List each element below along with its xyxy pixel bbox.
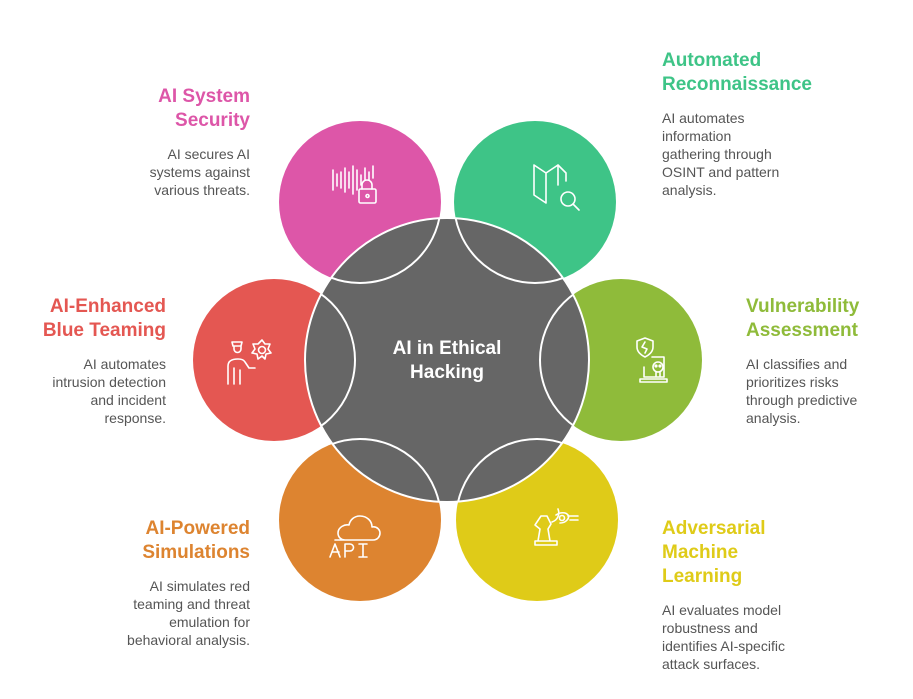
center-circle: [304, 217, 590, 503]
item-description-line: analysis.: [662, 182, 717, 198]
item-description: AI automates intrusion detection and incid…: [0, 355, 166, 427]
item-description-line: analysis.: [746, 410, 801, 426]
item-title-line: Assessment: [746, 320, 858, 341]
item-title-line: Adversarial: [662, 518, 766, 539]
item-description-line: gathering through: [662, 146, 772, 162]
item-description-line: information: [662, 128, 732, 144]
automated-reconnaissance-overlap-arc: [453, 218, 589, 284]
item-description-line: response.: [104, 410, 166, 426]
item-title-line: Blue Teaming: [42, 320, 166, 341]
map-search-icon: [533, 164, 580, 211]
shield-laptop-skull-icon: [636, 337, 668, 383]
cloud-api-icon: [329, 515, 381, 558]
item-description: AI evaluates model robustness and identifi…: [662, 601, 872, 673]
item-description-line: and incident: [90, 392, 166, 408]
item-description-line: identifies AI-specific: [662, 638, 785, 654]
item-description-line: AI classifies and: [746, 356, 848, 372]
item-description-line: systems against: [149, 164, 250, 180]
item-description-line: AI secures AI: [167, 146, 250, 162]
guard-gear-icon: [227, 339, 272, 385]
item-description-line: teaming and threat: [133, 596, 250, 612]
item-description-line: intrusion detection: [52, 374, 166, 390]
item-title-line: AI-Powered: [145, 518, 250, 539]
adversarial-machine-learning-overlap-arc: [455, 438, 589, 502]
item-description-line: AI automates: [83, 356, 167, 372]
item-title-line: Machine: [662, 542, 739, 563]
item-description-line: OSINT and pattern: [662, 164, 780, 180]
item-title-line: Simulations: [142, 542, 250, 563]
item-description-line: prioritizes risks: [746, 374, 839, 390]
item-title-line: Automated: [662, 50, 762, 71]
item-description-line: various threats.: [154, 182, 250, 198]
soundwave-lock-icon: [332, 165, 377, 204]
item-description-line: attack surfaces.: [662, 656, 761, 672]
ai-system-security-overlap-arc: [305, 218, 442, 284]
item-title-line: Security: [175, 110, 250, 131]
item-description-line: AI simulates red: [149, 578, 250, 594]
item-title-line: Reconnaissance: [662, 74, 812, 95]
item-description: AI secures AI systems against various thre…: [40, 145, 250, 199]
item-title-line: AI-Enhanced: [49, 296, 166, 317]
item-description: AI classifies and prioritizes risks throug…: [746, 355, 913, 427]
vulnerability-assessment-overlap-arc: [539, 278, 589, 442]
item-description-line: behavioral analysis.: [127, 632, 250, 648]
item-description-line: AI evaluates model: [662, 602, 782, 618]
item-description-line: emulation for: [169, 614, 250, 630]
item-description-line: through predictive: [746, 392, 858, 408]
item-description: AI simulates red teaming and threat emulat…: [40, 577, 250, 649]
item-title-line: Vulnerability: [746, 296, 860, 317]
item-description-line: robustness and: [662, 620, 758, 636]
center-title: AI in Ethical Hacking: [347, 337, 547, 385]
center-title-line: AI in Ethical: [392, 338, 502, 359]
item-description: AI automates information gathering through…: [662, 109, 872, 199]
chess-knight-robot-icon: [534, 508, 579, 546]
center-title-line: Hacking: [410, 362, 484, 383]
ai-powered-simulations-overlap-arc: [305, 438, 442, 502]
item-description-line: AI automates: [662, 110, 745, 126]
item-title-line: AI System: [158, 86, 250, 107]
ai-enhanced-blue-teaming-overlap-arc: [305, 278, 356, 442]
item-title-line: Learning: [662, 566, 743, 587]
